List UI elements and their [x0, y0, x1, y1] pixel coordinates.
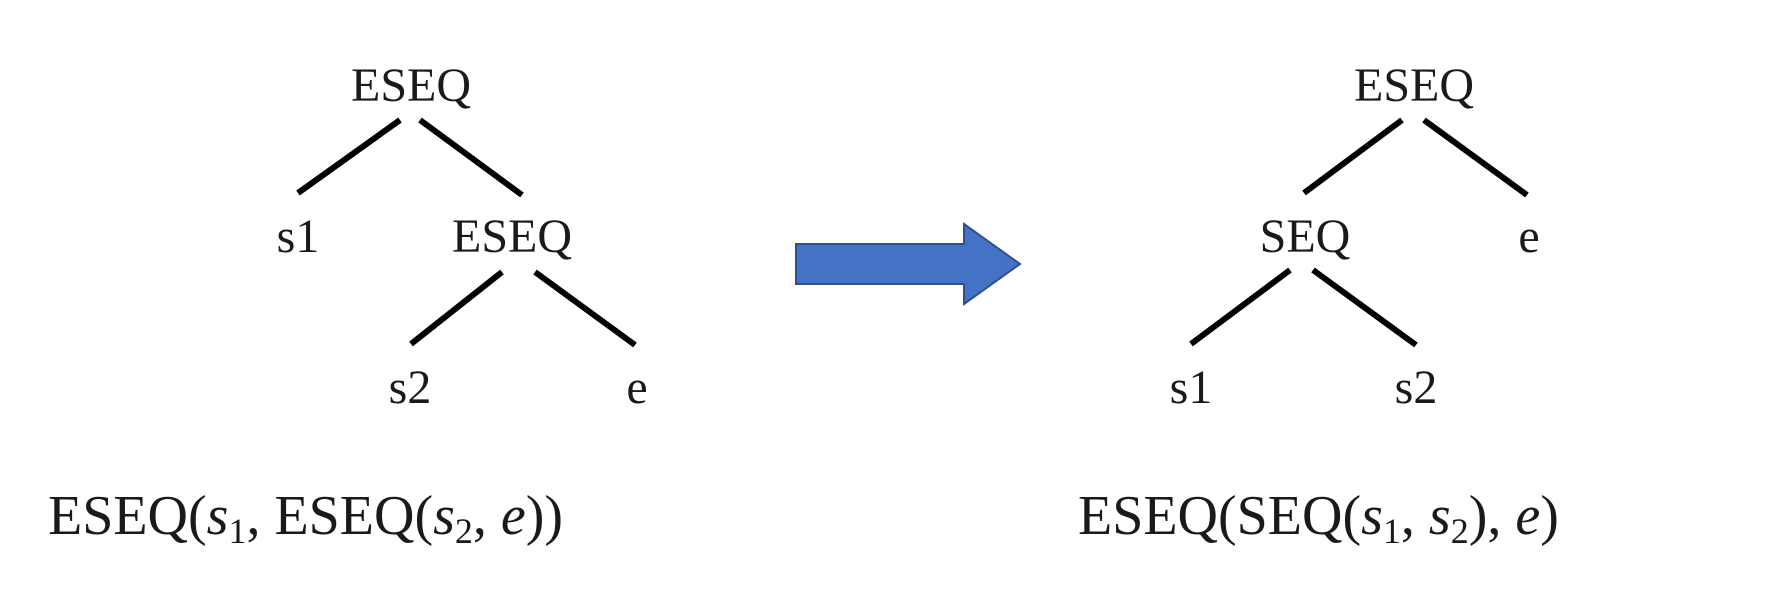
arrow-shape — [795, 222, 1022, 306]
right-formula-inner-op: SEQ — [1236, 485, 1343, 547]
right-tree-root: ESEQ — [1354, 59, 1474, 112]
left-tree-child-left: s1 — [276, 210, 320, 263]
left-formula-open1: ( — [188, 485, 207, 547]
right-formula-var-1: s — [1361, 485, 1383, 547]
left-formula-sep1: , — [246, 485, 275, 547]
right-formula-close: ) — [1540, 485, 1559, 547]
right-tree-child-right: e — [1518, 210, 1540, 263]
right-tree-grandchild-left: s1 — [1169, 361, 1213, 414]
left-formula-open2: ( — [414, 485, 434, 547]
left-tree-child-right: ESEQ — [452, 210, 572, 263]
left-formula-inner-op: ESEQ — [274, 485, 415, 547]
edge-right-root-e — [1422, 117, 1529, 198]
right-formula-open2: ( — [1342, 485, 1362, 547]
left-formula-outer-op: ESEQ — [48, 485, 188, 547]
right-tree-child-left: SEQ — [1259, 210, 1351, 263]
left-formula-var-3: e — [500, 485, 526, 547]
left-formula-close: )) — [525, 485, 564, 547]
right-formula-sub-1: 1 — [1382, 511, 1401, 551]
right-formula-var-2: s — [1428, 485, 1451, 547]
left-tree-root: ESEQ — [351, 59, 471, 112]
edge-left-eseq-e — [533, 269, 637, 348]
edge-left-root-s1 — [296, 117, 402, 196]
edge-right-root-seq — [1302, 117, 1404, 196]
right-formula-close-inner: ) — [1468, 485, 1488, 547]
left-formula-var-2: s — [433, 485, 455, 547]
left-formula-sep2: , — [472, 485, 501, 547]
edge-left-root-eseq — [418, 117, 524, 198]
right-formula-outer-op: ESEQ — [1078, 485, 1218, 547]
right-tree-grandchild-right: s2 — [1394, 361, 1438, 414]
edge-right-seq-s1 — [1189, 267, 1292, 347]
right-formula-sub-2: 2 — [1450, 511, 1469, 551]
right-formula-var-3: e — [1515, 485, 1541, 547]
edge-left-eseq-s2 — [409, 269, 504, 347]
edge-right-seq-s2 — [1311, 267, 1418, 348]
right-formula-sep1: , — [1400, 485, 1429, 547]
left-formula-var-1: s — [206, 485, 229, 547]
left-tree-grandchild-right: e — [626, 361, 648, 414]
right-formula: ESEQ(SEQ(s1, s2), e) — [1078, 485, 1559, 549]
left-formula-sub-2: 2 — [454, 511, 473, 551]
right-formula-sep2: , — [1487, 485, 1516, 547]
left-tree-grandchild-left: s2 — [388, 361, 432, 414]
left-formula: ESEQ(s1, ESEQ(s2, e)) — [48, 485, 564, 549]
left-formula-sub-1: 1 — [228, 511, 247, 551]
right-formula-open1: ( — [1218, 485, 1237, 547]
